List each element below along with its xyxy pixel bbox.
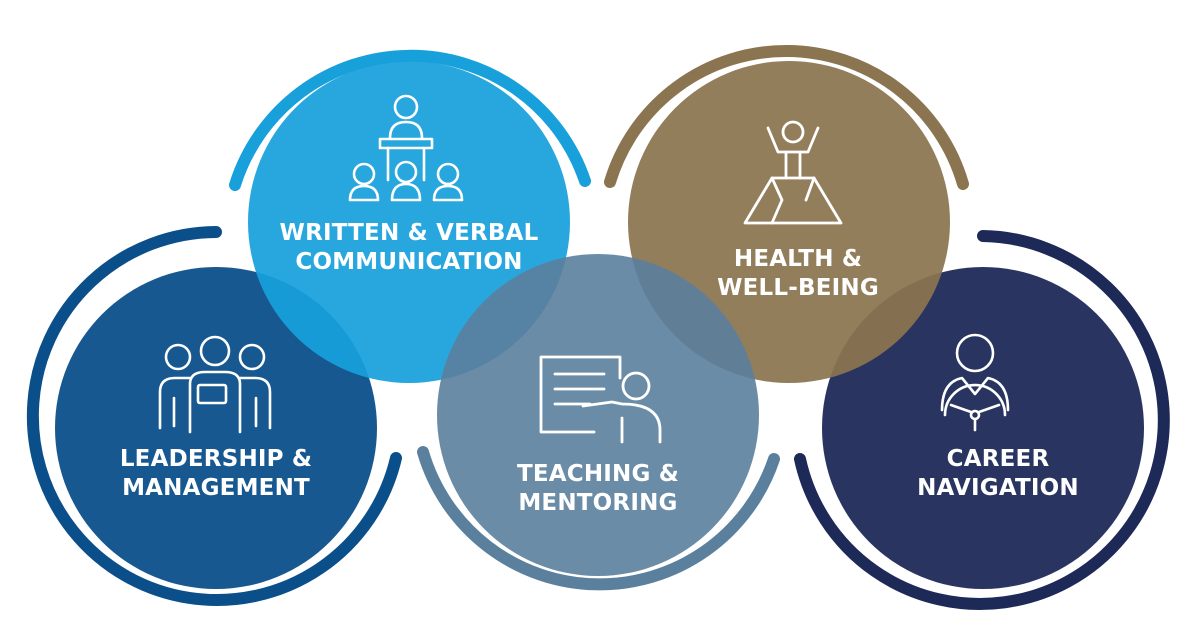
label-leadership-line-1: LEADERSHIP &	[119, 446, 313, 472]
label-career: CAREER NAVIGATION	[838, 445, 1158, 503]
ring-health	[604, 44, 969, 190]
label-health-line-2: WELL-BEING	[717, 275, 879, 301]
circle-career	[822, 267, 1144, 589]
ring-leadership	[26, 226, 402, 606]
label-communication: WRITTEN & VERBAL COMMUNICATION	[249, 219, 569, 277]
teaching-board-icon	[539, 355, 662, 444]
label-teaching-line-2: MENTORING	[518, 490, 678, 516]
label-teaching-line-1: TEACHING &	[516, 461, 680, 487]
label-career-line-2: NAVIGATION	[917, 475, 1079, 501]
label-career-line-1: CAREER	[946, 446, 1050, 472]
ring-communication	[229, 49, 591, 191]
label-health-line-1: HEALTH &	[733, 246, 863, 272]
label-health: HEALTH & WELL-BEING	[638, 245, 958, 303]
person-steering-wheel-icon	[940, 333, 1010, 432]
ring-teaching	[417, 446, 780, 591]
team-icon	[158, 335, 272, 434]
label-leadership: LEADERSHIP & MANAGEMENT	[56, 445, 376, 503]
circle-teaching	[437, 254, 759, 576]
label-communication-line-2: COMMUNICATION	[295, 249, 523, 275]
label-leadership-line-2: MANAGEMENT	[122, 475, 310, 501]
label-teaching: TEACHING & MENTORING	[438, 460, 758, 518]
person-on-mountain-icon	[743, 120, 843, 225]
label-communication-line-1: WRITTEN & VERBAL	[279, 220, 539, 246]
presenter-audience-icon	[348, 94, 464, 202]
ring-career	[794, 230, 1170, 610]
circle-leadership	[55, 267, 377, 589]
